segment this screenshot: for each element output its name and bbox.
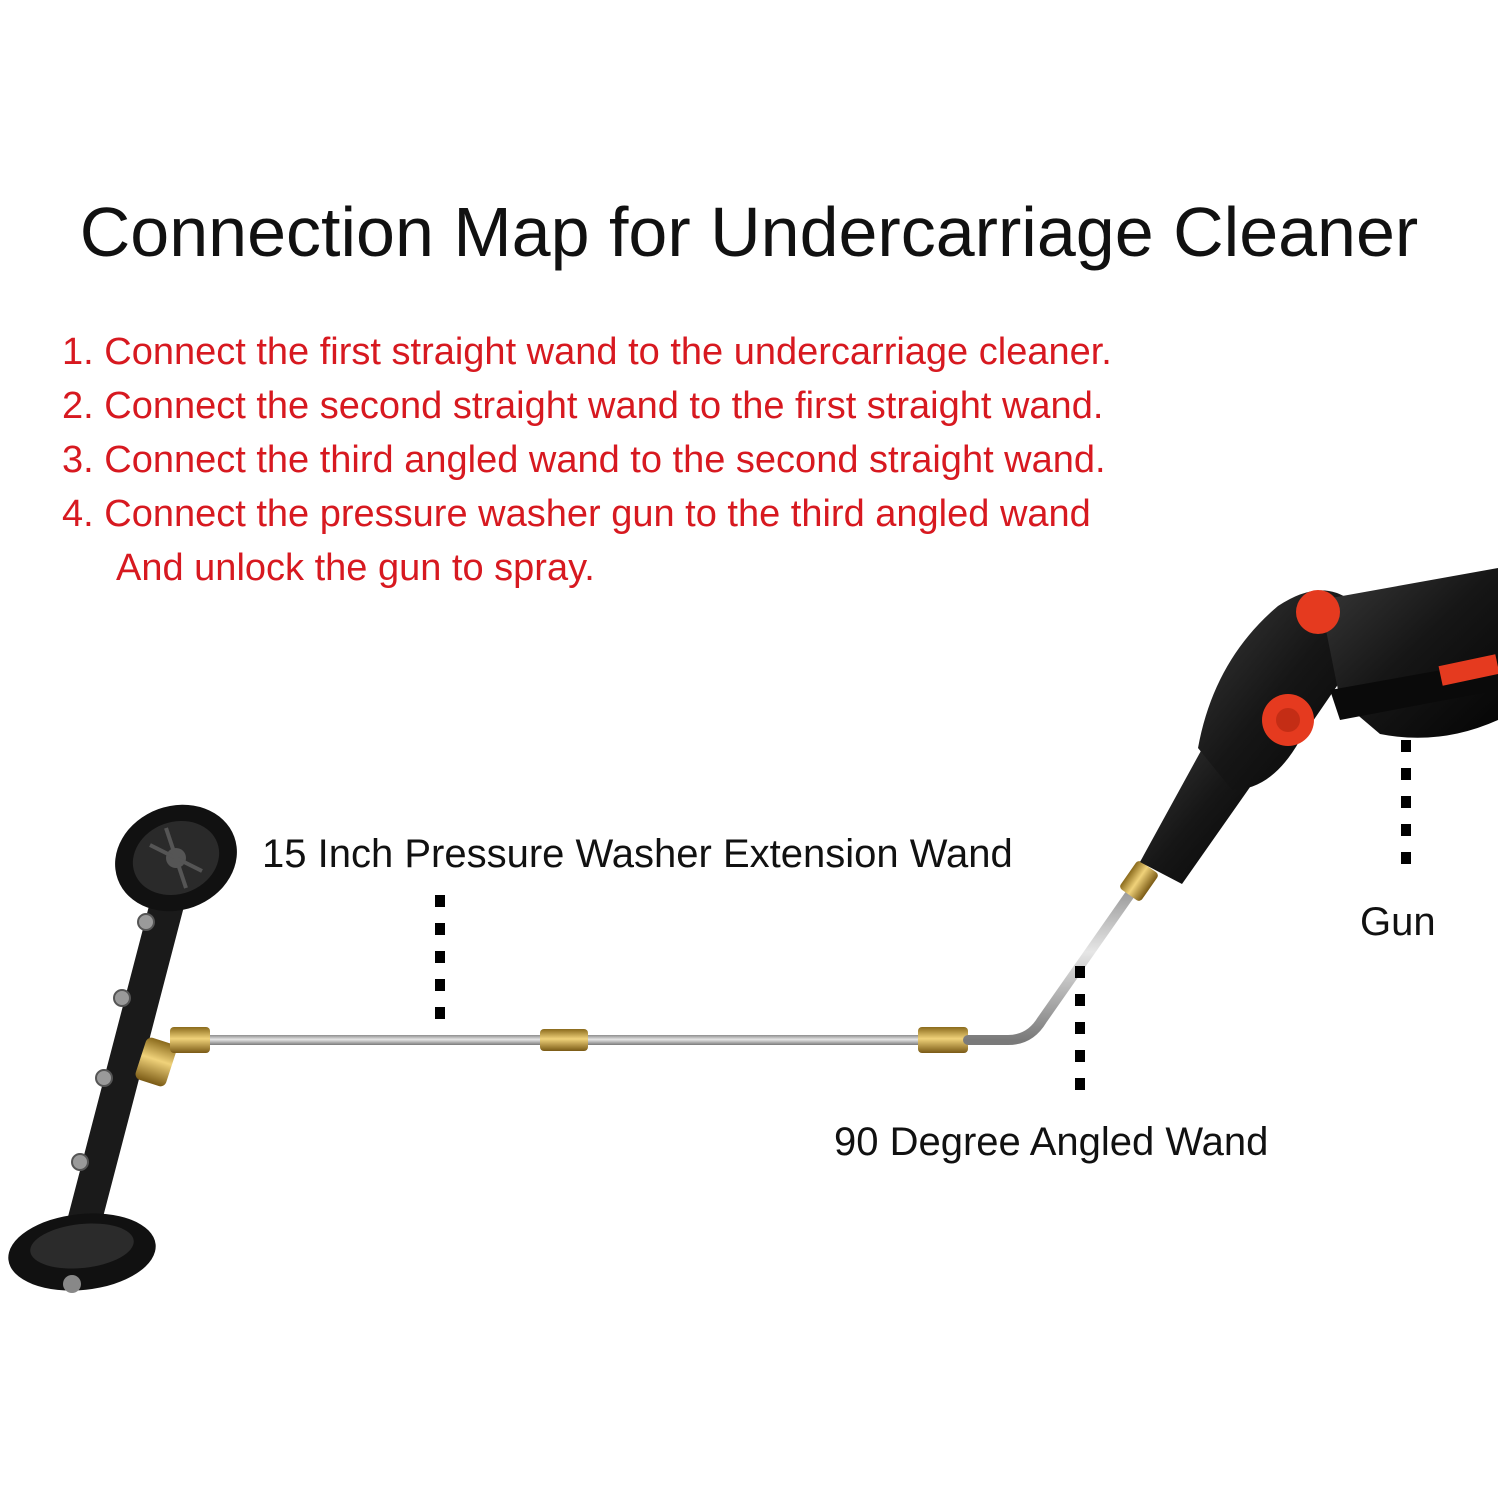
step-text: Connect the second straight wand to the …: [104, 385, 1104, 427]
gun-label: Gun: [1360, 900, 1436, 944]
undercarriage-cleaner: [8, 804, 237, 1293]
instruction-step-1: 1. Connect the first straight wand to th…: [62, 325, 1382, 379]
instruction-step-2: 2. Connect the second straight wand to t…: [62, 379, 1382, 433]
instruction-list: 1. Connect the first straight wand to th…: [62, 325, 1382, 595]
step-number: 3.: [62, 439, 94, 481]
step-number: 4.: [62, 493, 94, 535]
nozzle-bolts: [71, 913, 155, 1171]
extension-wand-label: 15 Inch Pressure Washer Extension Wand: [262, 832, 1013, 876]
instruction-step-3: 3. Connect the third angled wand to the …: [62, 433, 1382, 487]
step-text: Connect the first straight wand to the u…: [104, 331, 1112, 373]
angled-wand-label: 90 Degree Angled Wand: [834, 1120, 1269, 1164]
top-wheel: [115, 804, 237, 912]
bottom-wheel: [8, 1213, 156, 1293]
straight-wands: [170, 1027, 968, 1053]
step-number: 1.: [62, 331, 94, 373]
step-text: Connect the pressure washer gun to the t…: [104, 493, 1091, 535]
step-text: Connect the third angled wand to the sec…: [104, 439, 1106, 481]
step-number: 2.: [62, 385, 94, 427]
step-continuation: And unlock the gun to spray.: [116, 547, 595, 589]
page-title: Connection Map for Undercarriage Cleaner: [79, 193, 1419, 271]
angled-wand: [963, 861, 1158, 1045]
brass-swivel: [135, 1037, 177, 1087]
pressure-washer-gun: [1140, 568, 1498, 884]
instruction-step-4: 4. Connect the pressure washer gun to th…: [62, 487, 1382, 595]
